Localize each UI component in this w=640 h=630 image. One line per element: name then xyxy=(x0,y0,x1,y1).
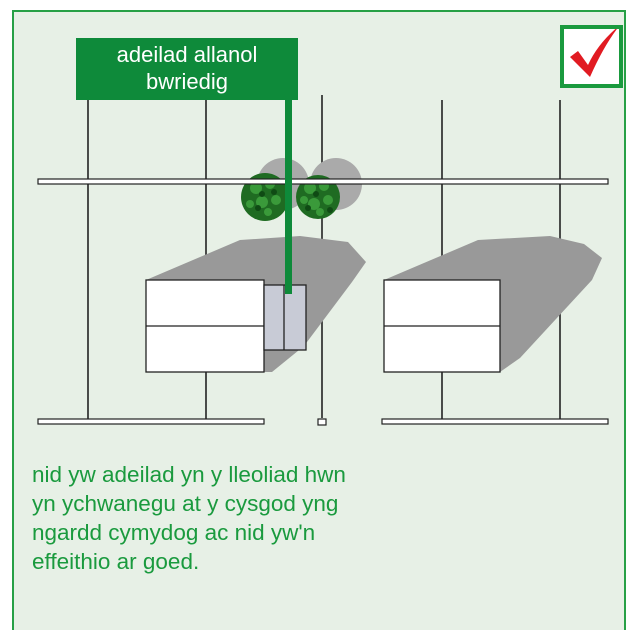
caption-line-1: nid yw adeilad yn y lleoliad hwn xyxy=(32,462,346,487)
outbuilding-label: adeilad allanol bwriedig xyxy=(76,38,298,100)
fence-post xyxy=(317,418,327,426)
caption-line-2: yn ychwanegu at y cysgod yng xyxy=(32,491,339,516)
caption-text: nid yw adeilad yn y lleoliad hwn yn ychw… xyxy=(32,460,472,576)
label-line-1: adeilad allanol xyxy=(116,42,258,67)
label-line-2: bwriedig xyxy=(146,69,228,94)
bottom-boundary-right xyxy=(381,418,609,425)
top-boundary xyxy=(37,178,609,185)
check-mark-icon xyxy=(560,25,623,88)
house-left xyxy=(145,279,265,373)
label-pointer xyxy=(285,98,292,294)
house-right xyxy=(383,279,501,373)
trees xyxy=(241,158,362,221)
check-mark-glyph xyxy=(570,29,617,77)
proposed-outbuilding xyxy=(263,284,307,351)
caption-line-4: effeithio ar goed. xyxy=(32,549,200,574)
caption-line-3: ngardd cymydog ac nid yw'n xyxy=(32,520,316,545)
bottom-boundary-left xyxy=(37,418,265,425)
